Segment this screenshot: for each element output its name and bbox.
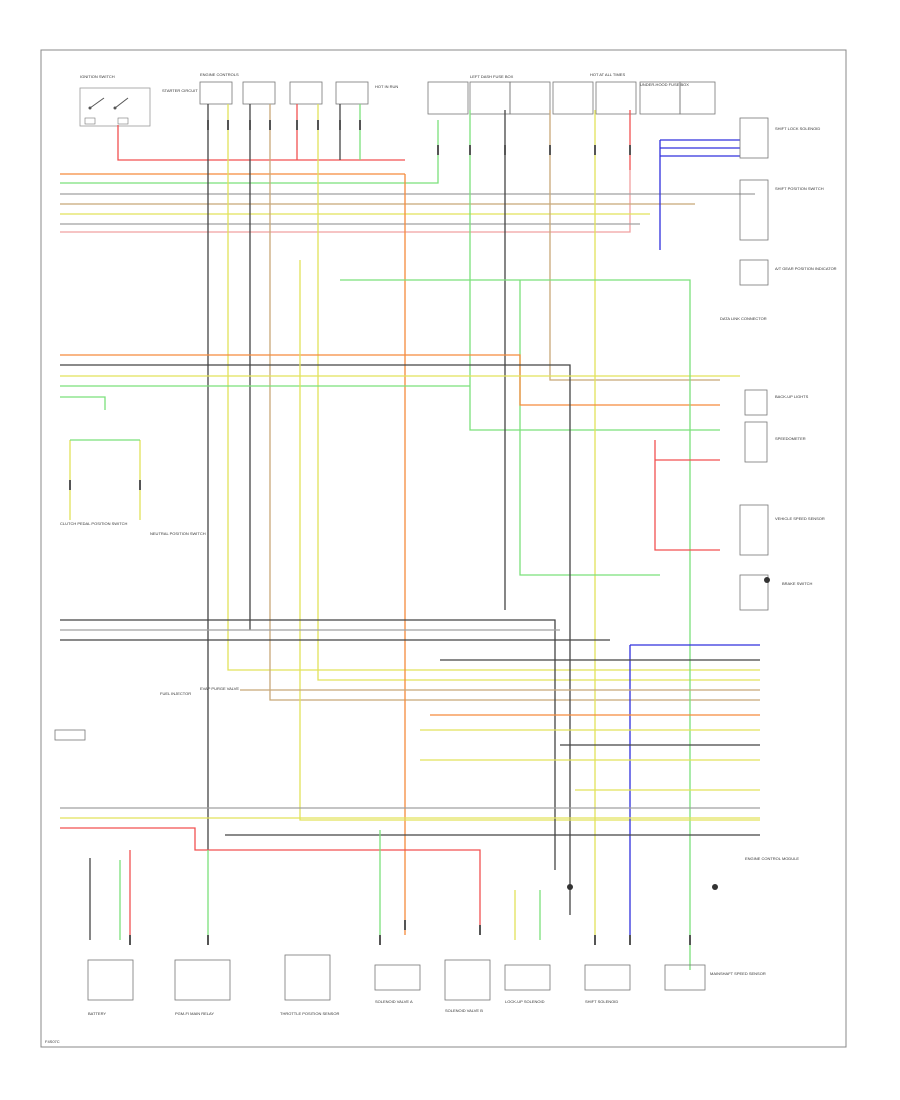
shift-position-switch-label: SHIFT POSITION SWITCH xyxy=(775,186,824,191)
gear-position-indicator-label: A/T GEAR POSITION INDICATOR xyxy=(775,266,837,271)
neutral-switch-label: NEUTRAL POSITION SWITCH xyxy=(150,531,206,536)
ignition-switch-label: IGNITION SWITCH xyxy=(80,74,115,79)
main-relay-label: PGM-FI MAIN RELAY xyxy=(175,1011,214,1016)
footer-code: F4S07C xyxy=(45,1039,60,1044)
top-labels: IGNITION SWITCH STARTER CIRCUIT ENGINE C… xyxy=(80,72,689,93)
engine-controls-label: ENGINE CONTROLS xyxy=(200,72,239,77)
bottom-component-labels: BATTERY PGM-FI MAIN RELAY THROTTLE POSIT… xyxy=(88,856,799,1016)
left-dash-fuse-box-label: LEFT DASH FUSE BOX xyxy=(470,74,514,79)
shift-solenoid-label: SHIFT SOLENOID xyxy=(585,999,618,1004)
hot-at-all-times-label: HOT AT ALL TIMES xyxy=(590,72,625,77)
fuel-injector-label: FUEL INJECTOR xyxy=(160,691,191,696)
throttle-sensor-label: THROTTLE POSITION SENSOR xyxy=(280,1011,339,1016)
brake-switch-label: BRAKE SWITCH xyxy=(782,581,813,586)
data-link-connector-label: DATA LINK CONNECTOR xyxy=(720,316,767,321)
right-components xyxy=(739,117,769,611)
fuse-blocks-left xyxy=(199,81,369,105)
left-component-labels: CLUTCH PEDAL POSITION SWITCH NEUTRAL POS… xyxy=(60,521,239,696)
ignition-switch xyxy=(79,87,151,127)
speedometer-label: SPEEDOMETER xyxy=(775,436,806,441)
bottom-components xyxy=(54,729,706,1001)
clutch-switch-label: CLUTCH PEDAL POSITION SWITCH xyxy=(60,521,128,526)
solenoid-a-label: SOLENOID VALVE A xyxy=(375,999,413,1004)
fuse-blocks-right xyxy=(427,81,716,115)
starter-circuit-label: STARTER CIRCUIT xyxy=(162,88,198,93)
lockup-solenoid-label: LOCK-UP SOLENOID xyxy=(505,999,545,1004)
right-component-labels: SHIFT LOCK SOLENOID SHIFT POSITION SWITC… xyxy=(720,126,837,586)
mainshaft-sensor-label: MAINSHAFT SPEED SENSOR xyxy=(710,971,766,976)
hot-in-run-label: HOT IN RUN xyxy=(375,84,398,89)
battery-label: BATTERY xyxy=(88,1011,106,1016)
solenoid-b-label: SOLENOID VALVE B xyxy=(445,1008,483,1013)
wires xyxy=(60,104,760,970)
vehicle-speed-sensor-label: VEHICLE SPEED SENSOR xyxy=(775,516,825,521)
shift-lock-solenoid-label: SHIFT LOCK SOLENOID xyxy=(775,126,820,131)
ground-symbols xyxy=(567,577,770,890)
connector-pins xyxy=(69,120,691,945)
diagram-frame xyxy=(40,49,847,1048)
evap-purge-label: EVAP PURGE VALVE xyxy=(200,686,239,691)
back-up-lights-label: BACK-UP LIGHTS xyxy=(775,394,809,399)
ecm-label: ENGINE CONTROL MODULE xyxy=(745,856,799,861)
fuse-box-label: UNDER-HOOD FUSE BOX xyxy=(640,82,689,87)
